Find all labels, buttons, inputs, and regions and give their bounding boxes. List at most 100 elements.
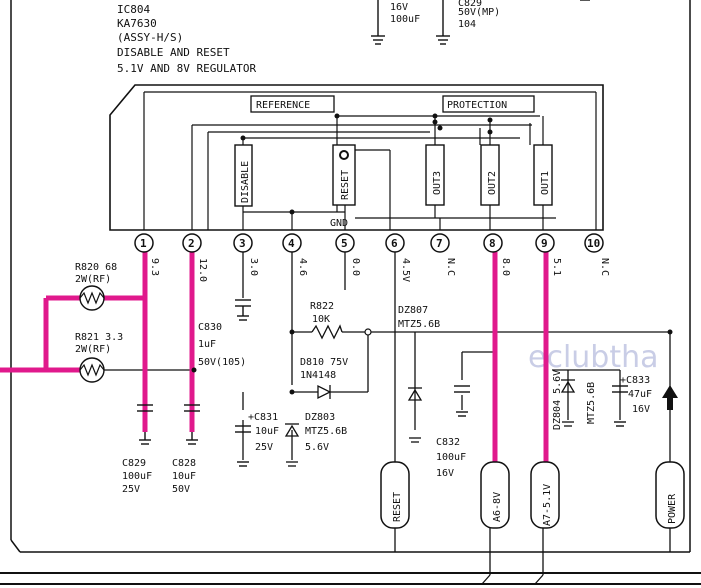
ic-internal-wiring [143,91,597,230]
block-reset: RESET [340,170,351,200]
svg-text:10K: 10K [312,314,330,325]
dz803-part: MTZ5.6B [305,426,347,437]
junction-dot [289,329,295,335]
pin-10: 10 [584,233,604,253]
capacitor-c832 [454,385,470,417]
junction-dot [364,328,372,336]
top-parts: 16V 100uF C829 50V(MP) 104 [371,0,590,45]
zener-dz804 [560,379,576,427]
c832-voltage: 16V [436,468,454,479]
connector-power[interactable]: POWER [655,461,685,529]
header-line: IC804 [117,3,150,16]
c829-voltage: 25V [122,484,140,495]
dz803-voltage: 5.6V [305,442,329,453]
c828-voltage: 50V [172,484,190,495]
pin-8: 8 [483,233,503,253]
ic-blocks: DISABLE RESET OUT3 OUT2 OUT1 [234,144,553,207]
reference-label: REFERENCE [256,100,310,111]
svg-text:RESET: RESET [392,492,403,522]
diode-d810 [317,384,332,400]
capacitor-c830 [235,299,251,321]
pin-voltage: 12.0 [197,258,208,282]
header-line: DISABLE AND RESET [117,46,230,59]
c832-label: C832 [436,437,460,448]
pin-4: 4 [282,233,302,253]
capacitor-c829 [137,404,153,445]
svg-text:6: 6 [391,237,398,250]
c830-label: C830 [198,322,222,333]
svg-text:10: 10 [587,237,600,250]
header-line: (ASSY-H/S) [117,31,183,44]
pin-voltage: 4.5V [400,258,411,282]
capacitor-c833 [612,385,628,427]
svg-text:R822: R822 [310,301,334,312]
svg-text:3: 3 [239,237,246,250]
dz807-part: MTZ5.6B [398,319,440,330]
ic-package [109,84,604,231]
c833-voltage: 16V [632,404,650,415]
svg-text:POWER: POWER [667,493,678,524]
svg-text:5: 5 [341,237,348,250]
resistor-r822: R822 10K [310,301,343,340]
ic-pins: 1 2 3 4 5 6 7 8 9 10 [134,233,604,253]
zener-dz803 [284,423,300,467]
block-out3: OUT3 [432,171,443,195]
svg-text:2W(RF): 2W(RF) [75,274,111,285]
capacitor-c831 [235,425,251,467]
block-out2: OUT2 [487,171,498,195]
pin-voltage: 0.0 [350,258,361,276]
junction-dot [289,389,295,395]
c828-value: 10uF [172,471,196,482]
top-part-label: 50V(MP) [458,7,500,18]
block-out1: OUT1 [540,171,551,195]
c831-value: 10uF [255,426,279,437]
svg-text:R820 68: R820 68 [75,262,117,273]
block-disable: DISABLE [240,161,251,203]
connector-a6-8v[interactable]: A6-8V [480,461,510,529]
protection-label: PROTECTION [447,100,507,111]
c833-label: +C833 [620,375,650,386]
connector-a7-5v1[interactable]: A7-5.1V [530,461,560,529]
junction-dot [191,367,197,373]
gnd-label: GND [330,218,348,229]
zener-dz807 [407,387,423,443]
resistor-r821: R821 3.3 2W(RF) [75,332,123,383]
pin-3: 3 [233,233,253,253]
top-part-label: 104 [458,19,476,30]
pin-voltage: 9.3 [149,258,160,276]
c830-voltage: 50V(105) [198,357,246,368]
reference-box [250,95,335,113]
svg-text:R821 3.3: R821 3.3 [75,332,123,343]
c830-value: 1uF [198,339,216,350]
pin-voltage: N.C [445,258,456,276]
pin-voltage: 8.0 [500,258,511,276]
svg-text:8: 8 [489,237,496,250]
svg-text:2W(RF): 2W(RF) [75,344,111,355]
dz804-part: MTZ5.6B [586,382,597,424]
dz803-label: DZ803 [305,412,335,423]
svg-text:A6-8V: A6-8V [492,492,503,522]
header-line: 5.1V AND 8V REGULATOR [117,62,256,75]
top-part-label: C829 [458,0,482,9]
dz807-label: DZ807 [398,305,428,316]
c831-voltage: 25V [255,442,273,453]
c833-value: 47uF [628,389,652,400]
c829-label: C829 [122,458,146,469]
protection-box [442,95,535,113]
capacitor-c828 [184,404,200,445]
header-line: KA7630 [117,17,157,30]
svg-text:2: 2 [188,237,195,250]
c829-value: 100uF [122,471,152,482]
pin-9: 9 [535,233,555,253]
svg-text:7: 7 [436,237,443,250]
c831-label: +C831 [248,412,278,423]
dz804-label: DZ804 5.6V [552,370,563,430]
top-part-label: 16V [390,2,408,13]
junction-dot [667,329,673,335]
connector-reset[interactable]: RESET [380,461,410,529]
c832-value: 100uF [436,452,466,463]
pin-voltage: N.C [599,258,610,276]
svg-text:1: 1 [140,237,147,250]
